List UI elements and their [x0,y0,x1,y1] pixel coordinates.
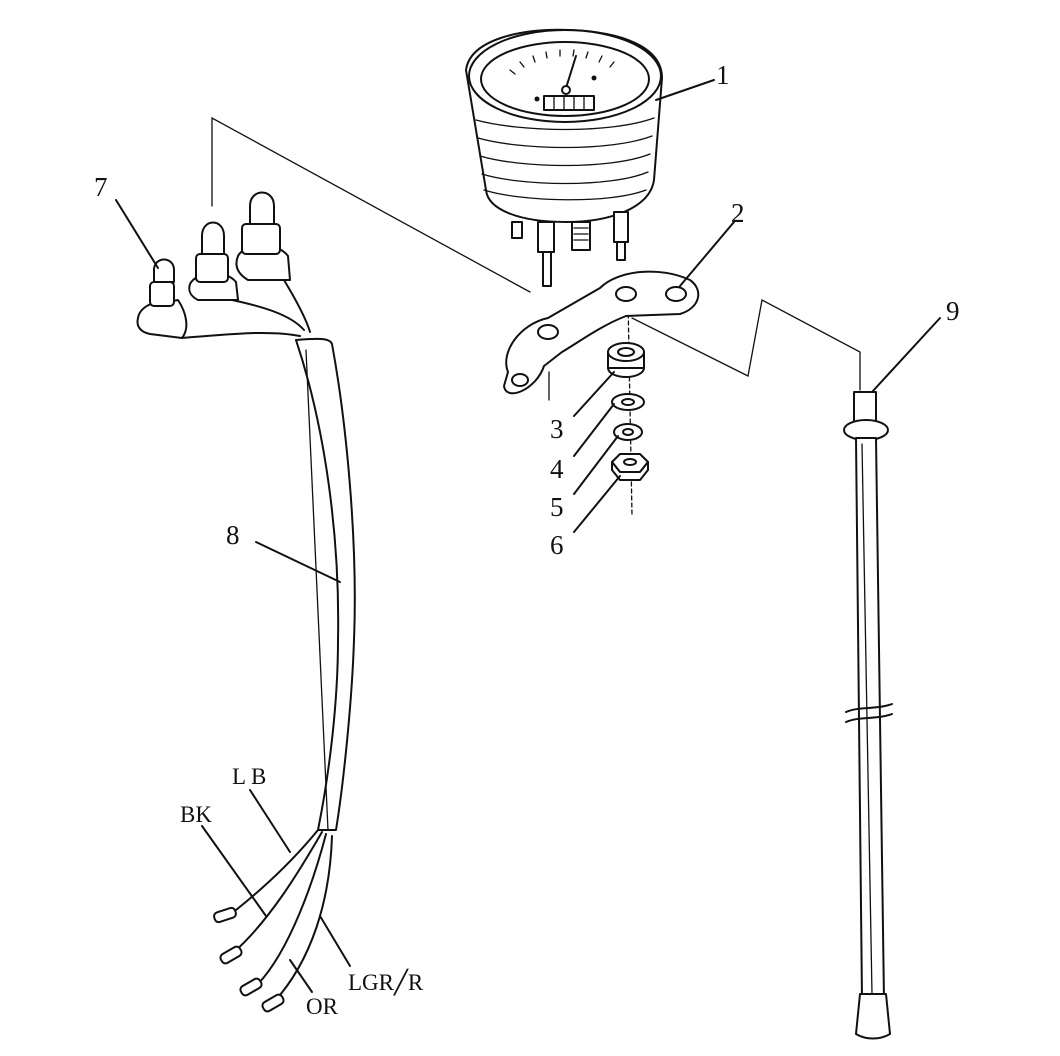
speedometer-cable [843,391,893,1040]
callout-1: 1 [716,60,730,90]
wiring-harness [213,337,356,1013]
callout-6: 6 [550,530,564,560]
wire-labels: L B BK OR LGR╱R [180,764,424,1019]
callout-leaders [115,79,941,993]
callout-2: 2 [731,198,745,228]
callout-numbers: 1 2 3 4 5 6 7 8 9 [94,60,960,560]
mounting-bracket [503,270,700,395]
callout-9: 9 [946,296,960,326]
callout-8: 8 [226,520,240,550]
callout-7: 7 [94,172,108,202]
hardware-stack [607,342,649,481]
wire-label-or: OR [306,994,339,1019]
wire-label-bk: BK [180,802,212,827]
bulb-sockets [136,191,311,339]
wire-label-lb: L B [232,764,266,789]
speedometer [465,28,663,287]
wire-label-lgr-r: LGR╱R [348,968,424,996]
callout-4: 4 [550,454,564,484]
callout-3: 3 [550,414,564,444]
callout-5: 5 [550,492,564,522]
